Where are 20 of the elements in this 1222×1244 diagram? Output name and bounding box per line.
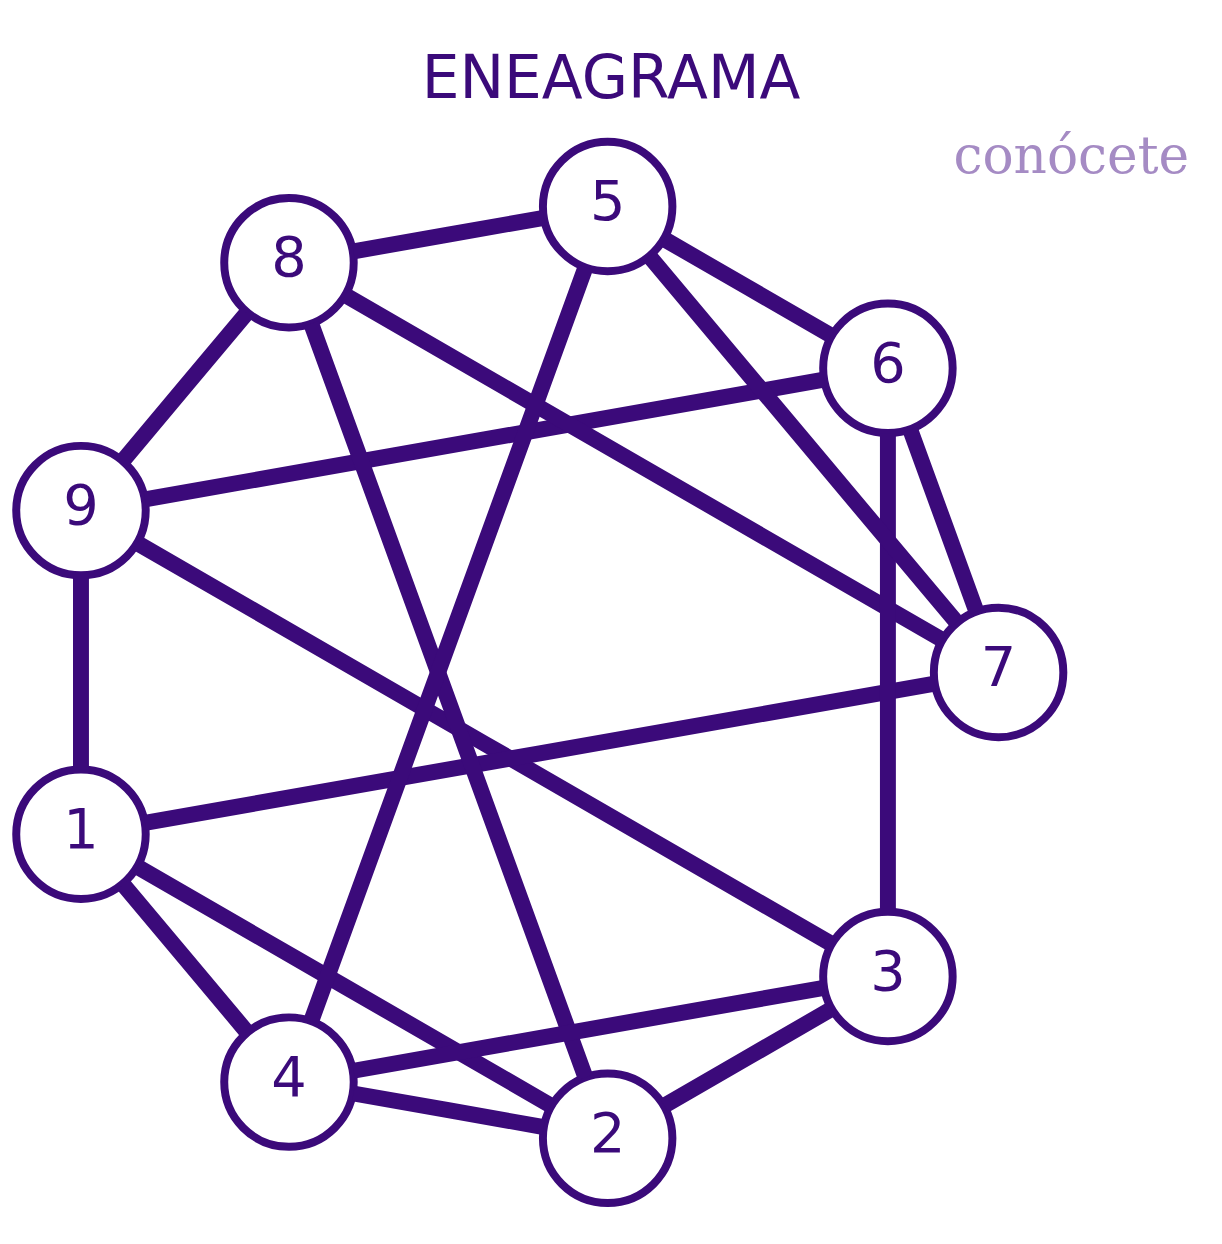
- node-circle: 1: [12, 765, 150, 903]
- connector: [116, 878, 254, 1037]
- node-circle: 5: [538, 137, 677, 275]
- diagram-title: ENEAGRAMA: [421, 42, 801, 112]
- connector: [643, 250, 963, 627]
- connector: [660, 231, 836, 343]
- connector: [133, 859, 555, 1112]
- connector: [341, 287, 947, 647]
- node-circle: 4: [220, 1012, 358, 1151]
- node-circle: 7: [929, 603, 1068, 741]
- node-circle: 2: [538, 1069, 677, 1207]
- node-circle: 9: [12, 441, 150, 579]
- connector: [116, 307, 253, 466]
- connector: [660, 1001, 836, 1112]
- node-circle: 8: [220, 193, 358, 331]
- connector: [73, 575, 89, 769]
- node-circle: 3: [819, 907, 957, 1045]
- connector: [133, 535, 836, 951]
- node-circle: 6: [819, 299, 957, 437]
- label: conócete: [953, 124, 1190, 185]
